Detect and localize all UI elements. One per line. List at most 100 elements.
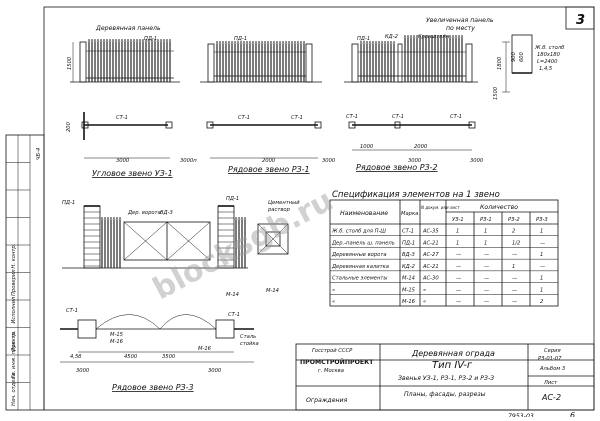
picket-tip — [454, 34, 458, 39]
spec-cell-name: « — [332, 299, 335, 305]
picket-tip — [299, 40, 303, 45]
picket-tip — [260, 40, 264, 45]
dim-4500: 4500 — [124, 354, 138, 360]
side-code: ЧБ-4 — [36, 148, 42, 160]
sheet-page: 6 — [570, 411, 575, 417]
plan-st1-b: СТ-1 — [238, 115, 250, 121]
plan-dim-3000-c: 3000 — [408, 158, 422, 164]
elevation-rz3: Дер. ворота ВД-3 ПД-1 ПД-1 Цементный рас… — [62, 196, 300, 269]
side-role: Проверил — [11, 269, 17, 296]
label-cement: Цементный — [268, 200, 300, 206]
picket-tip — [242, 40, 246, 45]
spec-cell-qty: 1 — [456, 229, 459, 235]
plan-st1-f: СТ-1 — [450, 114, 462, 120]
spec-head-name: Наименование — [340, 210, 388, 217]
spec-cell-qty: 1 — [484, 229, 487, 235]
spec-cell-qty: 1 — [540, 287, 543, 293]
pillar-dist: 1,4,5 — [539, 66, 553, 72]
label-m14: М-14 — [226, 292, 239, 298]
spec-cell-qty: 1 — [484, 240, 487, 246]
picket-tip — [105, 38, 109, 43]
elevation-rz1: ПД-1 — [200, 36, 322, 83]
side-role: Нач. отдела — [11, 373, 17, 406]
picket-tip — [272, 40, 276, 45]
list-label: Лист — [543, 380, 558, 386]
picket-tip — [427, 34, 431, 39]
spec-cell-qty: — — [512, 299, 517, 305]
picket-tip — [460, 34, 464, 39]
spec-cell-qty: — — [484, 264, 489, 270]
spec-col-head: РЗ-1 — [480, 217, 492, 223]
picket-tip — [153, 38, 157, 43]
picket-tip — [383, 40, 387, 45]
picket-tip — [377, 40, 381, 45]
pillar-dim-600: 600 — [519, 51, 525, 62]
picket-tip — [109, 216, 113, 221]
org-line-1: Госстрой СССР — [312, 348, 353, 354]
plan-rz3: СТ-1 СТ-1 М-15 М-16 М-16 М-14 Сталь стой… — [60, 292, 259, 374]
picket-tip — [168, 38, 172, 43]
picket-tip — [380, 40, 384, 45]
dim-3000-f: 3000 — [208, 368, 222, 374]
picket-tip — [123, 38, 127, 43]
picket-tip — [386, 40, 390, 45]
picket-tip — [240, 216, 244, 221]
spec-table: Наименование Марка N докум. или лист Кол… — [329, 199, 559, 307]
title-line-4: Планы, фасады, разрезы — [404, 391, 486, 398]
side-role: Рук. гр. — [11, 331, 17, 351]
picket-tip — [248, 40, 252, 45]
spec-cell-doc: АС-21 — [422, 264, 439, 270]
spec-cell-qty: — — [456, 252, 461, 258]
side-role: Н. контр. — [11, 244, 17, 269]
label-pd1-b: ПД-1 — [234, 36, 247, 42]
pillar-size: 180х180 — [537, 52, 561, 58]
spec-cell-qty: — — [484, 276, 489, 282]
elevation-rz2: Кронштейн КД-2 ПД-1 Увеличенная панель п… — [344, 17, 494, 83]
picket-tip — [374, 40, 378, 45]
picket-tip — [138, 38, 142, 43]
picket-tip — [266, 40, 270, 45]
spec-cell-qty: — — [484, 299, 489, 305]
picket-tip — [442, 34, 446, 39]
picket-tip — [371, 40, 375, 45]
title-block: Госстрой СССР ПРОМСТРОЙПРОЕКТ г. Москва … — [295, 343, 595, 411]
spec-cell-mark: М-14 — [402, 276, 415, 282]
picket-tip — [162, 38, 166, 43]
post-detail: М-14 — [257, 223, 289, 294]
picket-tip — [418, 34, 422, 39]
picket-tip — [278, 40, 282, 45]
label-st1-h: СТ-1 — [228, 312, 240, 318]
watermark: blocksgb.ru — [147, 183, 339, 307]
picket-tip — [368, 40, 372, 45]
plan-st1-e: СТ-1 — [392, 114, 404, 120]
picket-tip — [290, 40, 294, 45]
spec-col-head: УЗ-1 — [452, 217, 464, 223]
list-value: АС-2 — [541, 393, 561, 402]
spec-cell-qty: — — [512, 287, 517, 293]
spec-cell-doc: « — [423, 287, 426, 293]
picket-tip — [359, 40, 363, 45]
picket-tip — [362, 40, 366, 45]
picket-tip — [451, 34, 455, 39]
plan-dim-3000-d: 3000 — [470, 158, 484, 164]
picket-tip — [445, 34, 449, 39]
label-pd1-c: ПД-1 — [357, 36, 370, 42]
label-gate-mark: ВД-3 — [160, 210, 173, 216]
spec-cell-mark: ПД-1 — [402, 240, 415, 246]
spec-cell-doc: АС-30 — [422, 276, 439, 282]
sheet-number: 3 — [576, 13, 585, 28]
picket-tip — [281, 40, 285, 45]
spec-cell-qty: 1 — [540, 229, 543, 235]
pillar-detail: 1800 600 900 Ж.б. столб 180х180 L=2400 1… — [493, 34, 565, 100]
plan-dim-3000-a: 3000 — [116, 158, 130, 164]
picket-tip — [433, 34, 437, 39]
spec-cell-qty: — — [512, 252, 517, 258]
spec-cell-qty: — — [540, 240, 545, 246]
label-gate: Дер. ворота — [127, 210, 161, 216]
picket-tip — [302, 40, 306, 45]
series-label: Серия — [544, 348, 561, 354]
section-name: Ограждения — [306, 397, 348, 404]
spec-cell-mark: ВД-3 — [402, 252, 415, 258]
pillar-label: Ж.б. столб — [534, 45, 565, 51]
